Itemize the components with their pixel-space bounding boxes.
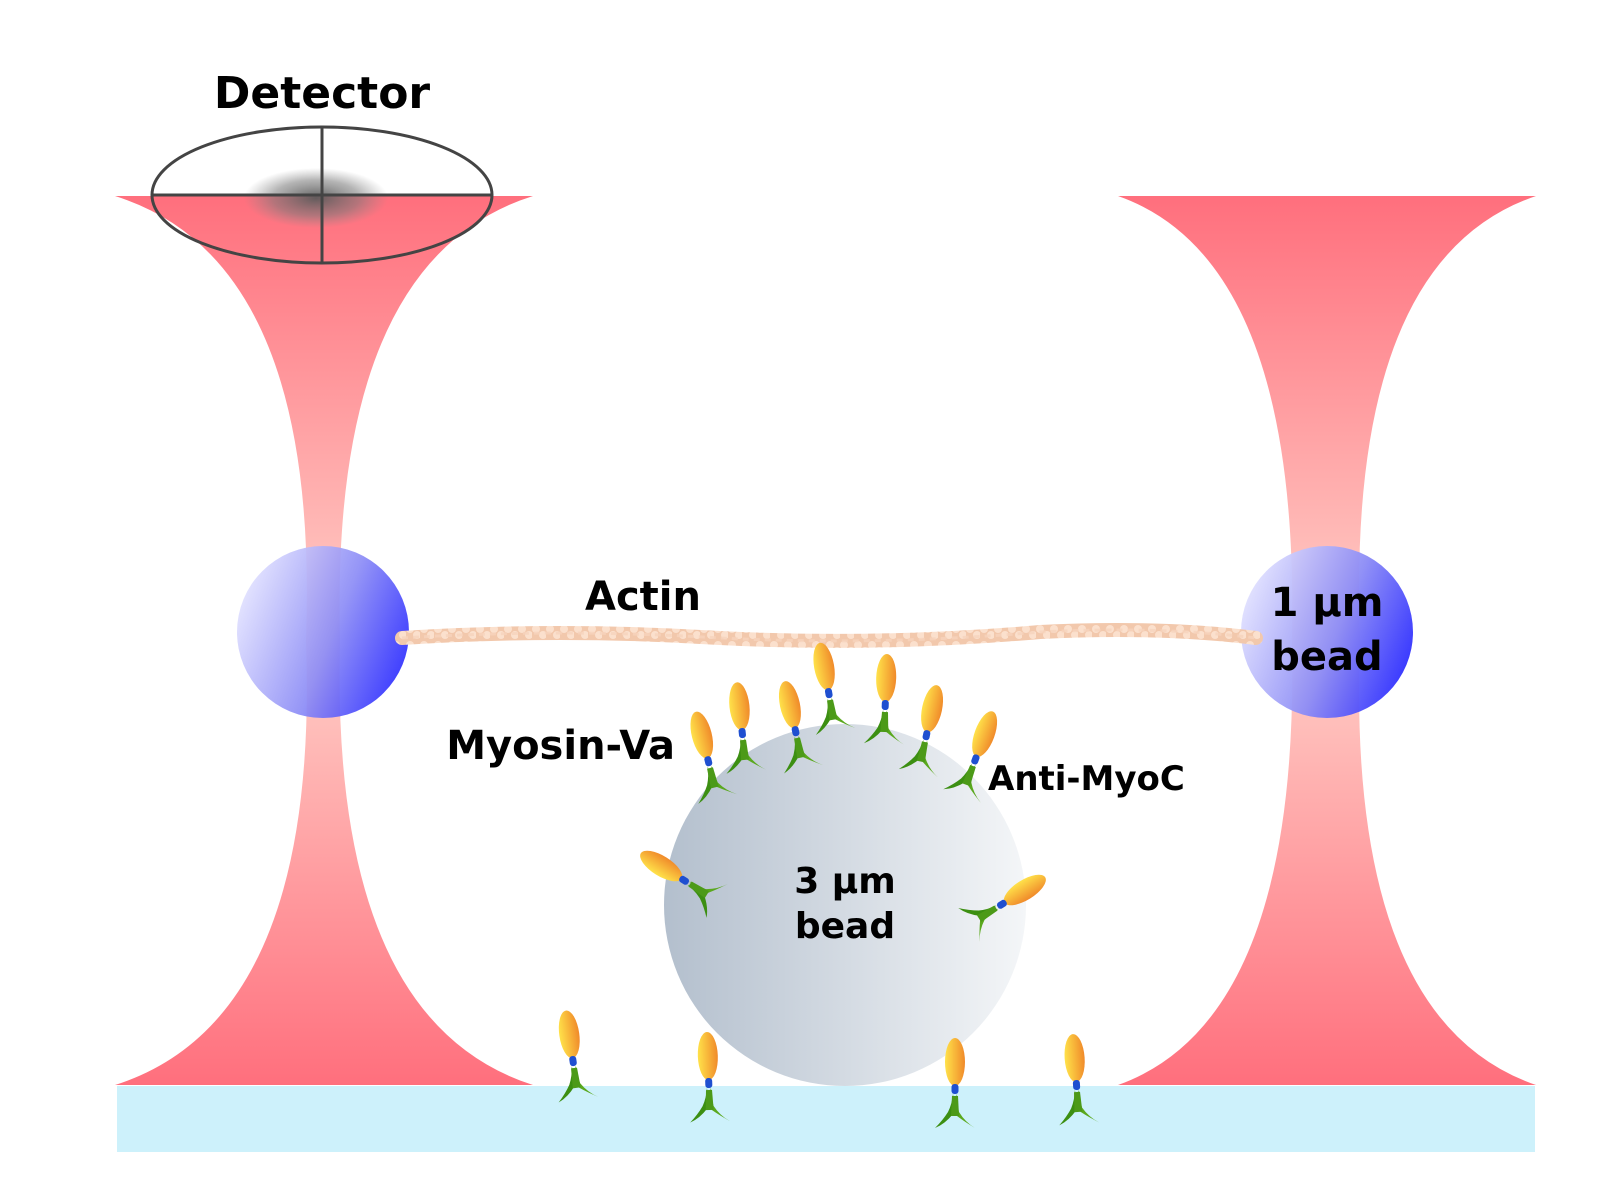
actin-label: Actin: [585, 574, 701, 620]
anti-myoc-label: Anti-MyoC: [988, 759, 1185, 799]
detector-label: Detector: [214, 68, 431, 119]
small-bead-label-line1: 1 µm: [1271, 580, 1384, 626]
large-bead-label-line2: bead: [795, 906, 895, 947]
small-bead-label-line2: bead: [1271, 634, 1382, 680]
actin-filament: [395, 623, 1263, 648]
large-bead: [664, 724, 1026, 1086]
large-bead-label-line1: 3 µm: [794, 861, 896, 902]
coverslip-surface: [117, 1086, 1535, 1152]
left-small-bead: [237, 546, 409, 718]
detector-icon: [150, 125, 494, 265]
myosin-label: Myosin-Va: [446, 723, 675, 769]
right-small-bead: [1241, 546, 1413, 718]
